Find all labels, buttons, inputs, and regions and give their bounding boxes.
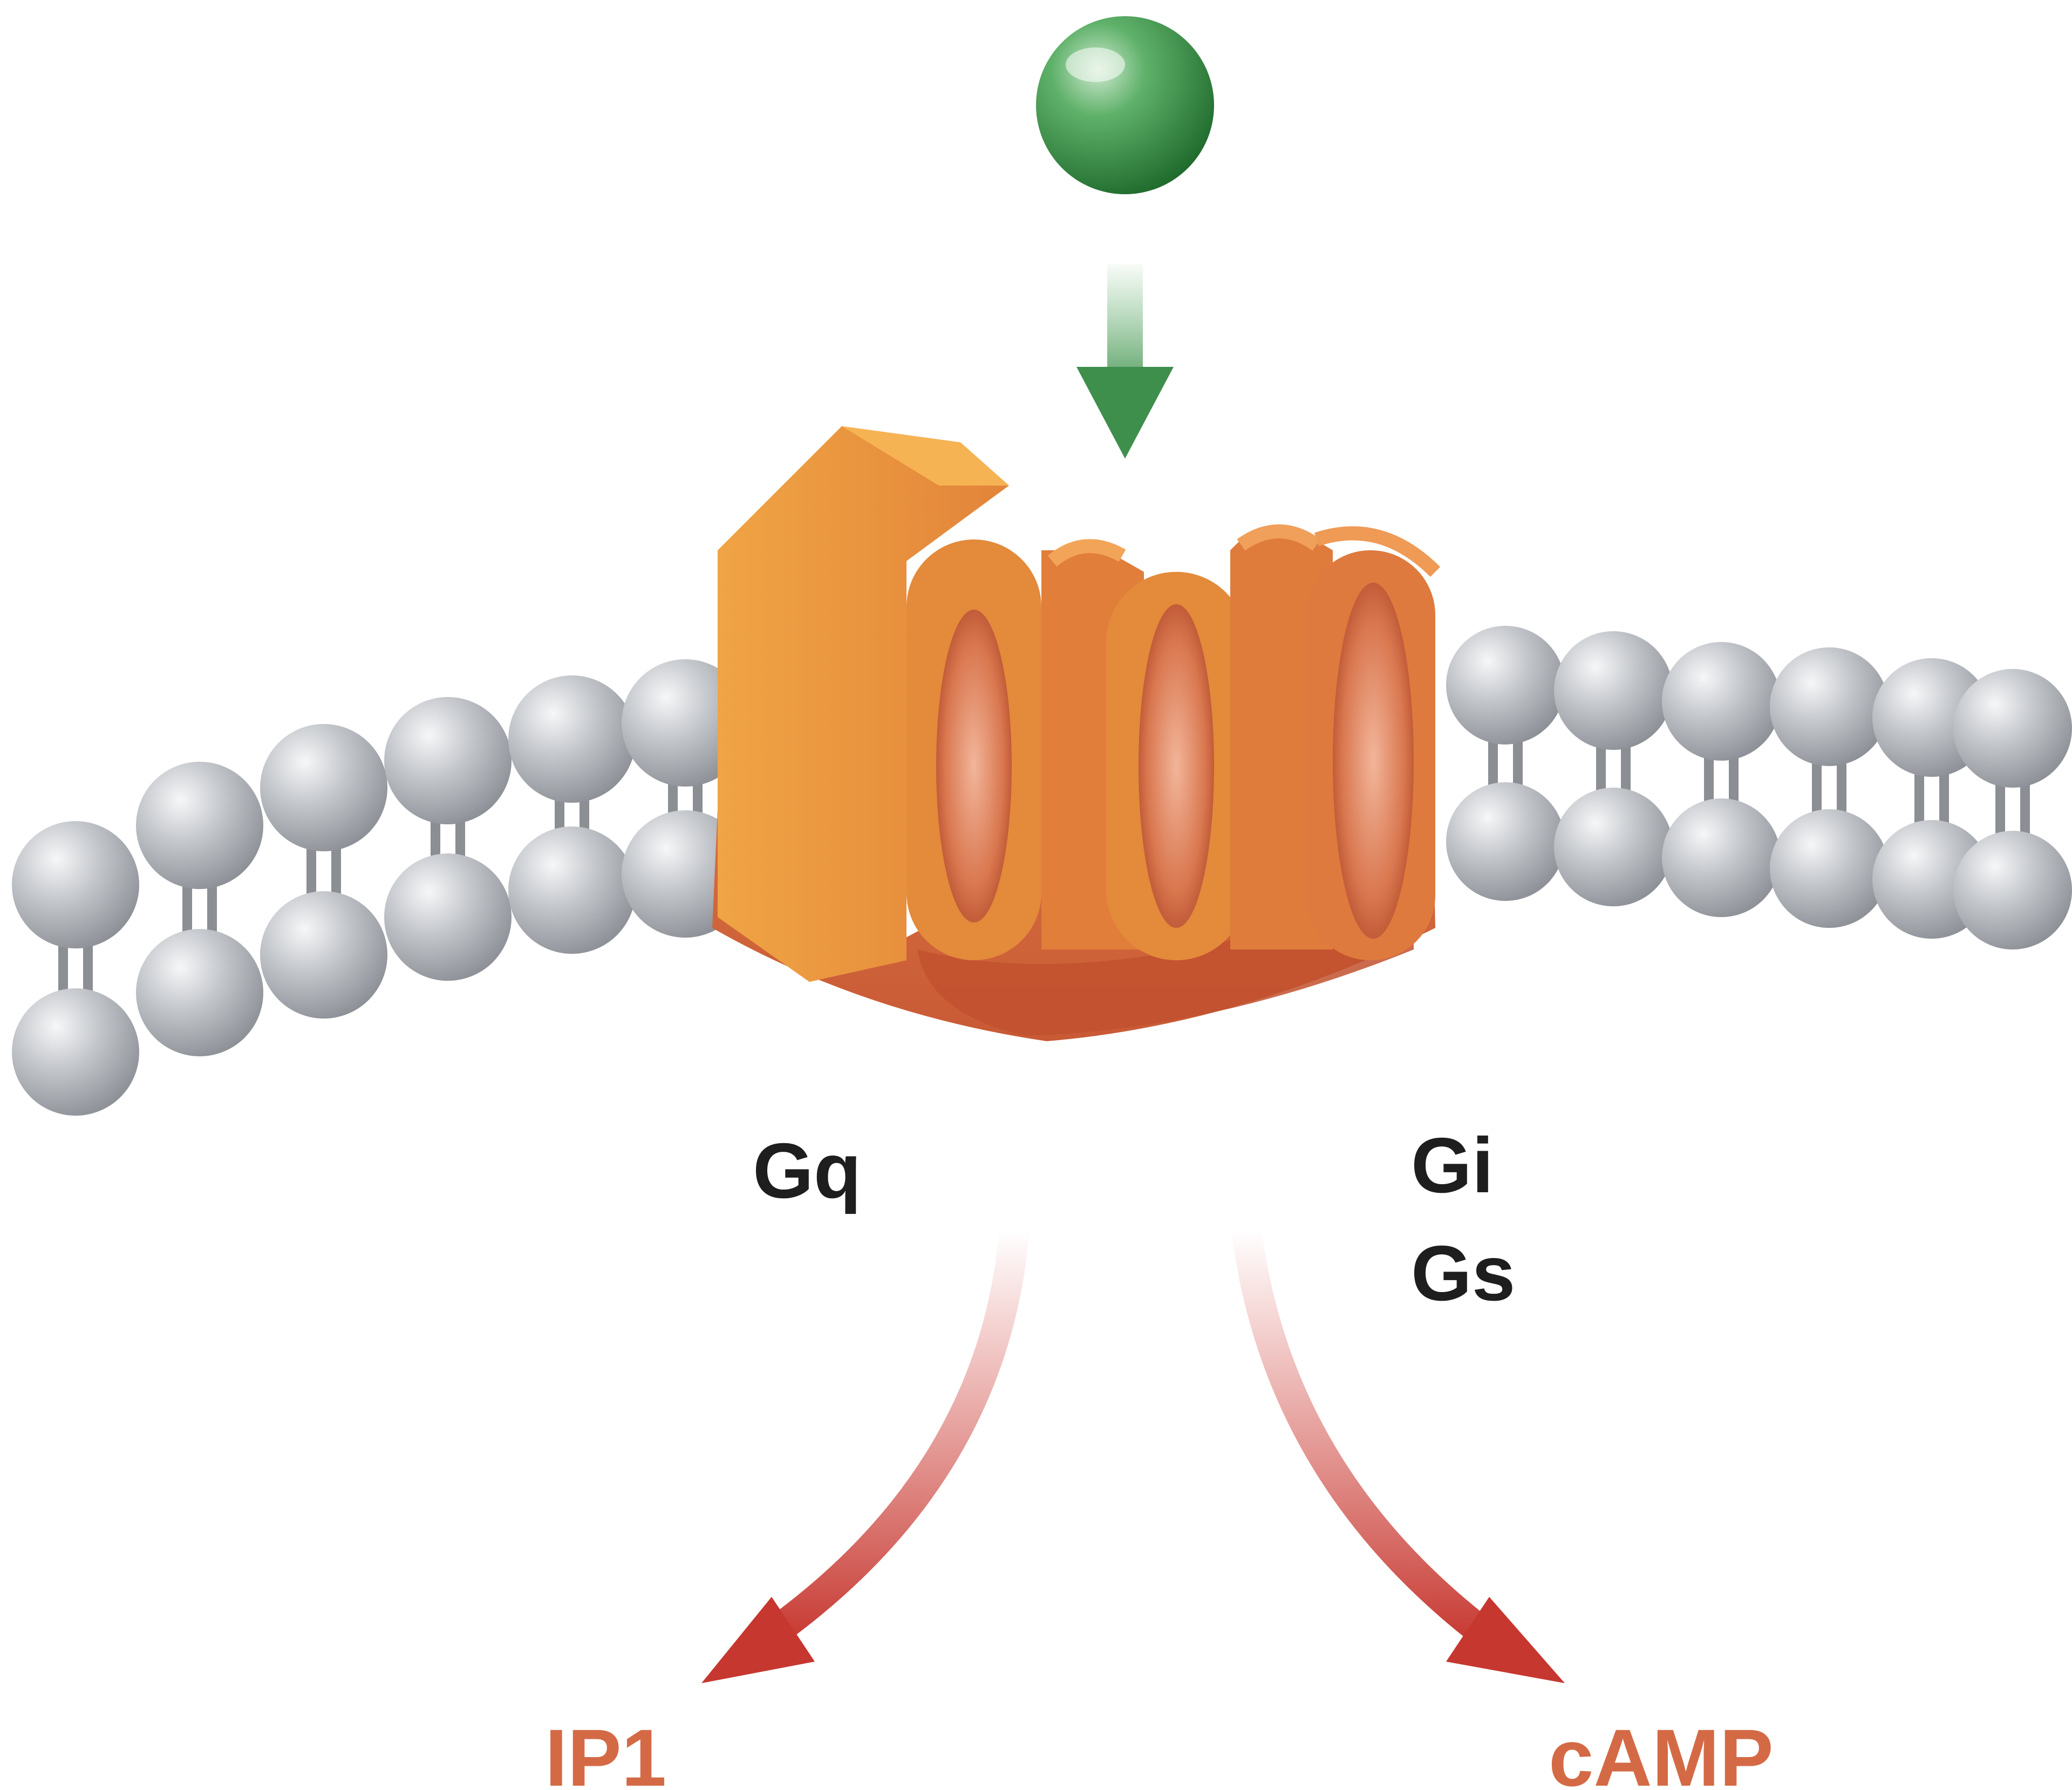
- lipid-molecule: [384, 697, 512, 981]
- lipid-bilayer-right: [1446, 626, 2072, 949]
- ligand-sphere-icon: [1036, 16, 1214, 194]
- gq-label: Gq: [753, 1127, 861, 1214]
- lipid-molecule: [12, 821, 139, 1116]
- lipid-molecule: [1953, 669, 2072, 949]
- gs-label: Gs: [1411, 1229, 1515, 1317]
- lipid-molecule: [1554, 631, 1673, 906]
- lipid-bilayer-left: [12, 659, 749, 1116]
- camp-label: cAMP: [1549, 1712, 1774, 1790]
- receptor-gpcr-icon: [712, 426, 1441, 1041]
- gi-label: Gi: [1411, 1122, 1494, 1209]
- lipid-molecule: [260, 724, 387, 1019]
- ligand-binding-arrow: [1076, 264, 1174, 459]
- lipid-molecule: [1662, 642, 1781, 917]
- lipid-molecule: [1770, 647, 1889, 928]
- lipid-molecule: [1446, 626, 1565, 901]
- gq-pathway-arrow: [701, 1215, 1030, 1683]
- lipid-molecule: [508, 675, 636, 954]
- ip1-label: IP1: [545, 1712, 666, 1790]
- gi-gs-pathway-arrow: [1231, 1215, 1565, 1683]
- lipid-molecule: [136, 762, 263, 1056]
